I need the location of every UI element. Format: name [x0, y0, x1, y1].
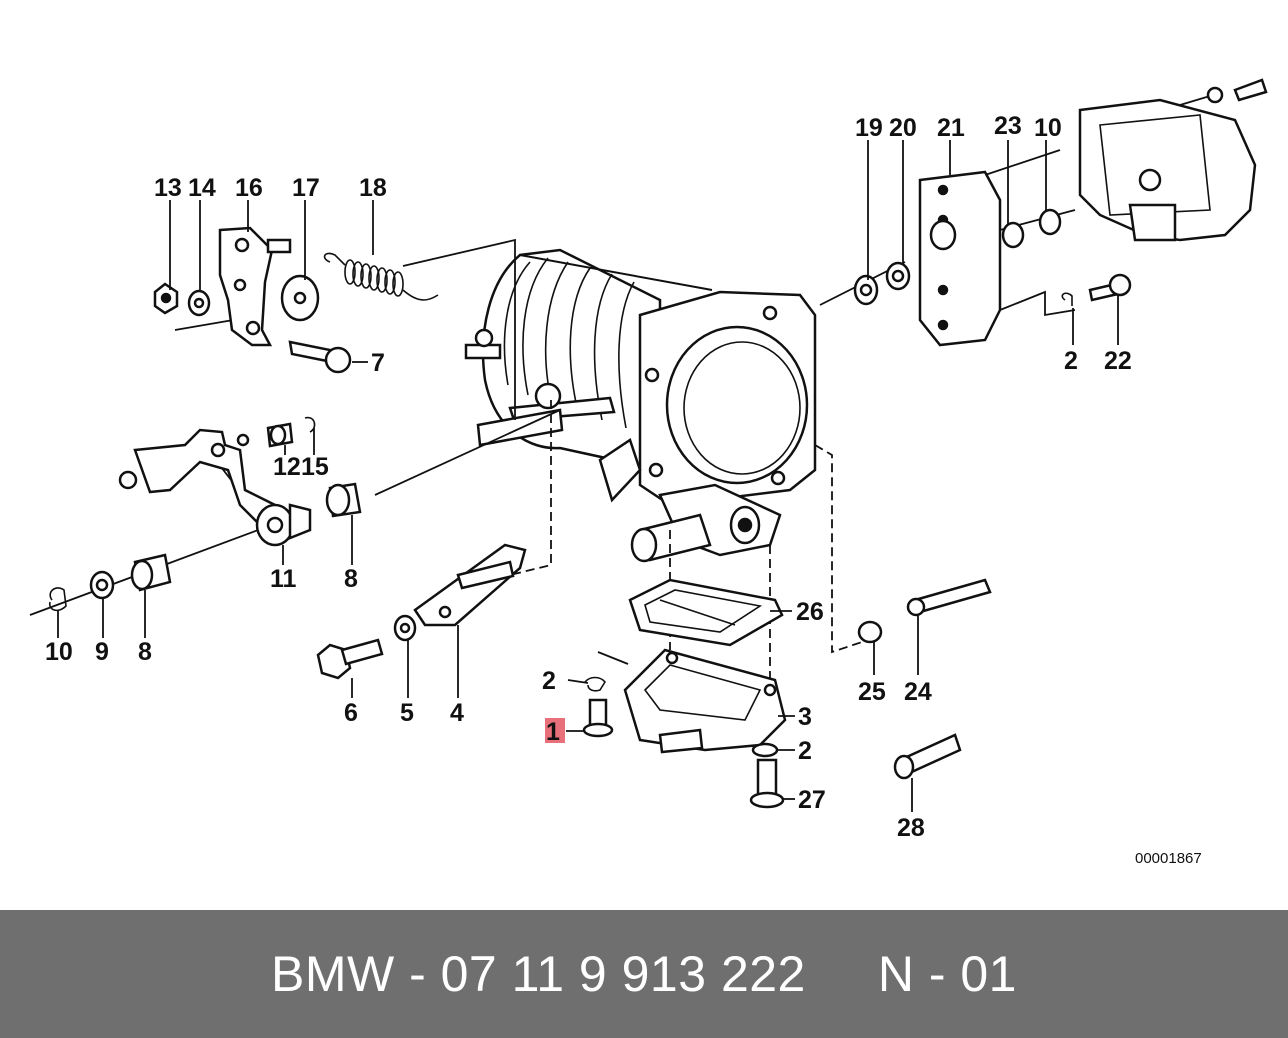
left-linkage-group: [48, 416, 362, 612]
callout-2: 2: [1064, 347, 1078, 375]
callout-10: 10: [1034, 114, 1062, 142]
highlight-marker: [545, 718, 565, 743]
callout-16: 16: [235, 174, 263, 202]
callout-1: 1: [546, 718, 560, 746]
callout-8: 8: [138, 638, 152, 666]
callout-12: 12: [273, 453, 301, 481]
callout-5: 5: [400, 699, 414, 727]
throttle-housing: [464, 248, 817, 563]
callout-20: 20: [889, 114, 917, 142]
callout-25: 25: [858, 678, 886, 706]
callout-2: 2: [542, 667, 556, 695]
callout-9: 9: [95, 638, 109, 666]
footer-part-number: BMW - 07 11 9 913 222 N - 01: [271, 946, 1017, 1002]
upper-left-lever-group: [153, 226, 439, 374]
callout-28: 28: [897, 814, 925, 842]
callout-6: 6: [344, 699, 358, 727]
callout-23: 23: [994, 112, 1022, 140]
lower-left-group: [316, 543, 527, 680]
lower-right-group: [582, 578, 992, 809]
callout-2: 2: [798, 737, 812, 765]
callout-21: 21: [937, 114, 965, 142]
callout-27: 27: [798, 786, 826, 814]
callout-labels: 13 14 16 17 18 7 12 15 11 8 10 9 8 6 5 4…: [45, 112, 1132, 842]
callout-11: 11: [270, 565, 297, 593]
parts-diagram: 13 14 16 17 18 7 12 15 11 8 10 9 8 6 5 4…: [29, 78, 1268, 867]
footer-bar: BMW - 07 11 9 913 222 N - 01: [0, 910, 1288, 1038]
callout-26: 26: [796, 598, 824, 626]
callout-14: 14: [188, 174, 216, 202]
callout-24: 24: [904, 678, 932, 706]
callout-19: 19: [855, 114, 883, 142]
callout-3: 3: [798, 703, 812, 731]
callout-8: 8: [344, 565, 358, 593]
callout-18: 18: [359, 174, 387, 202]
callout-22: 22: [1104, 347, 1132, 375]
callout-15: 15: [301, 453, 329, 481]
callout-7: 7: [371, 349, 385, 377]
upper-right-group: [853, 78, 1268, 347]
callout-4: 4: [450, 699, 464, 727]
callout-17: 17: [292, 174, 320, 202]
callout-leaders: [57, 140, 1119, 812]
callout-13: 13: [154, 174, 182, 202]
callout-10: 10: [45, 638, 73, 666]
drawing-code: 00001867: [1135, 850, 1202, 867]
